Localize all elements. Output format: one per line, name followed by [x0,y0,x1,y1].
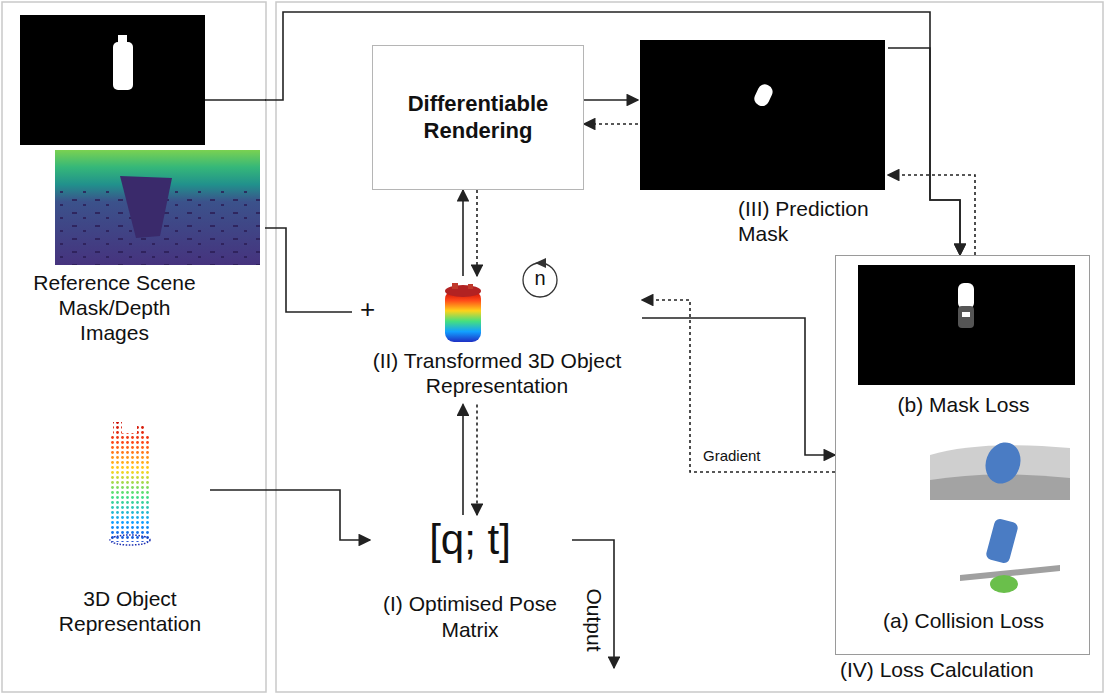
object-knob [468,284,473,289]
wire [205,99,266,101]
data-connector [462,404,464,515]
output-arrow [572,540,614,668]
loop-arrowhead [535,258,546,268]
mask-object [962,312,970,317]
node-label: (III) Prediction Mask [738,196,888,246]
mask-ground [20,15,205,145]
node-label: (I) Optimised Pose Matrix [370,591,570,641]
mask-object [958,283,974,309]
gradient-connector [888,175,975,255]
mask-loss-image [858,265,1075,385]
image-group: (III) Prediction Mask [638,38,888,250]
loop-circle [523,263,557,297]
transformed-object-icon [445,283,481,342]
node-label: Reference Scene Mask/Depth Images [27,270,202,346]
gradient-connector [642,300,835,472]
image-group: (II) Transformed 3D Object Representatio… [352,276,642,404]
object-blob [980,437,1026,488]
pose-group: [q; t] (I) Optimised Pose Matrix [370,515,570,646]
point-cloud-icon [110,422,150,542]
edge-label: Gradient [700,447,764,464]
image-group: 3D Object Representation [50,418,210,640]
mask-object [118,35,127,44]
node-label: 3D Object Representation [50,586,210,636]
image-group: (a) Collision Loss [856,436,1071,635]
process-box: Differentiable Rendering [372,45,584,190]
reference-depth-image [55,150,260,265]
output-label: Output [582,582,606,658]
mask-object [752,82,775,108]
loop-symbol [523,258,557,297]
data-connector [888,48,960,255]
plus-sign: + [360,295,375,325]
node-label: (b) Mask Loss [856,392,1071,417]
point-cloud-base [110,535,150,545]
loop-count: n [530,267,550,290]
gradient-connector [584,123,638,125]
collision-region [990,575,1018,593]
data-connector [210,490,370,540]
group-box: (IV) Loss Calculation(b) Mask Loss(a) Co… [835,255,1090,655]
mask-ground [858,265,1075,385]
panel-frame [2,2,266,692]
node-label: (IV) Loss Calculation [840,657,1034,682]
image-group: (b) Mask Loss [856,264,1071,419]
object-blob [985,518,1019,565]
mask-ground [640,40,885,190]
data-connector [265,228,352,312]
gradient-connector [476,404,478,515]
image-group: Reference Scene Mask/Depth Images [15,14,265,350]
collision-depth-image [930,437,1070,500]
prediction-mask-image [640,40,885,190]
node-label: [q; t] [370,515,570,565]
depth-object [120,176,172,238]
data-connector [642,318,835,455]
collision-plane-image [960,518,1060,593]
point-cloud [110,438,150,542]
mask-difference [958,306,974,328]
data-connector [584,99,638,101]
object-top [445,285,481,297]
point-cloud [110,433,150,443]
mask-object [113,42,133,90]
data-connector [265,12,960,255]
node-label: Differentiable Rendering [381,91,575,144]
object-body [445,290,481,342]
node-label: (II) Transformed 3D Object Representatio… [352,348,642,398]
node-label: (a) Collision Loss [856,608,1071,633]
gradient-connector [476,190,478,276]
object-knob [452,283,458,289]
data-connector [462,190,464,276]
depth-ground [55,150,260,265]
reference-mask-image [20,15,205,145]
panel-frame [276,2,1103,692]
